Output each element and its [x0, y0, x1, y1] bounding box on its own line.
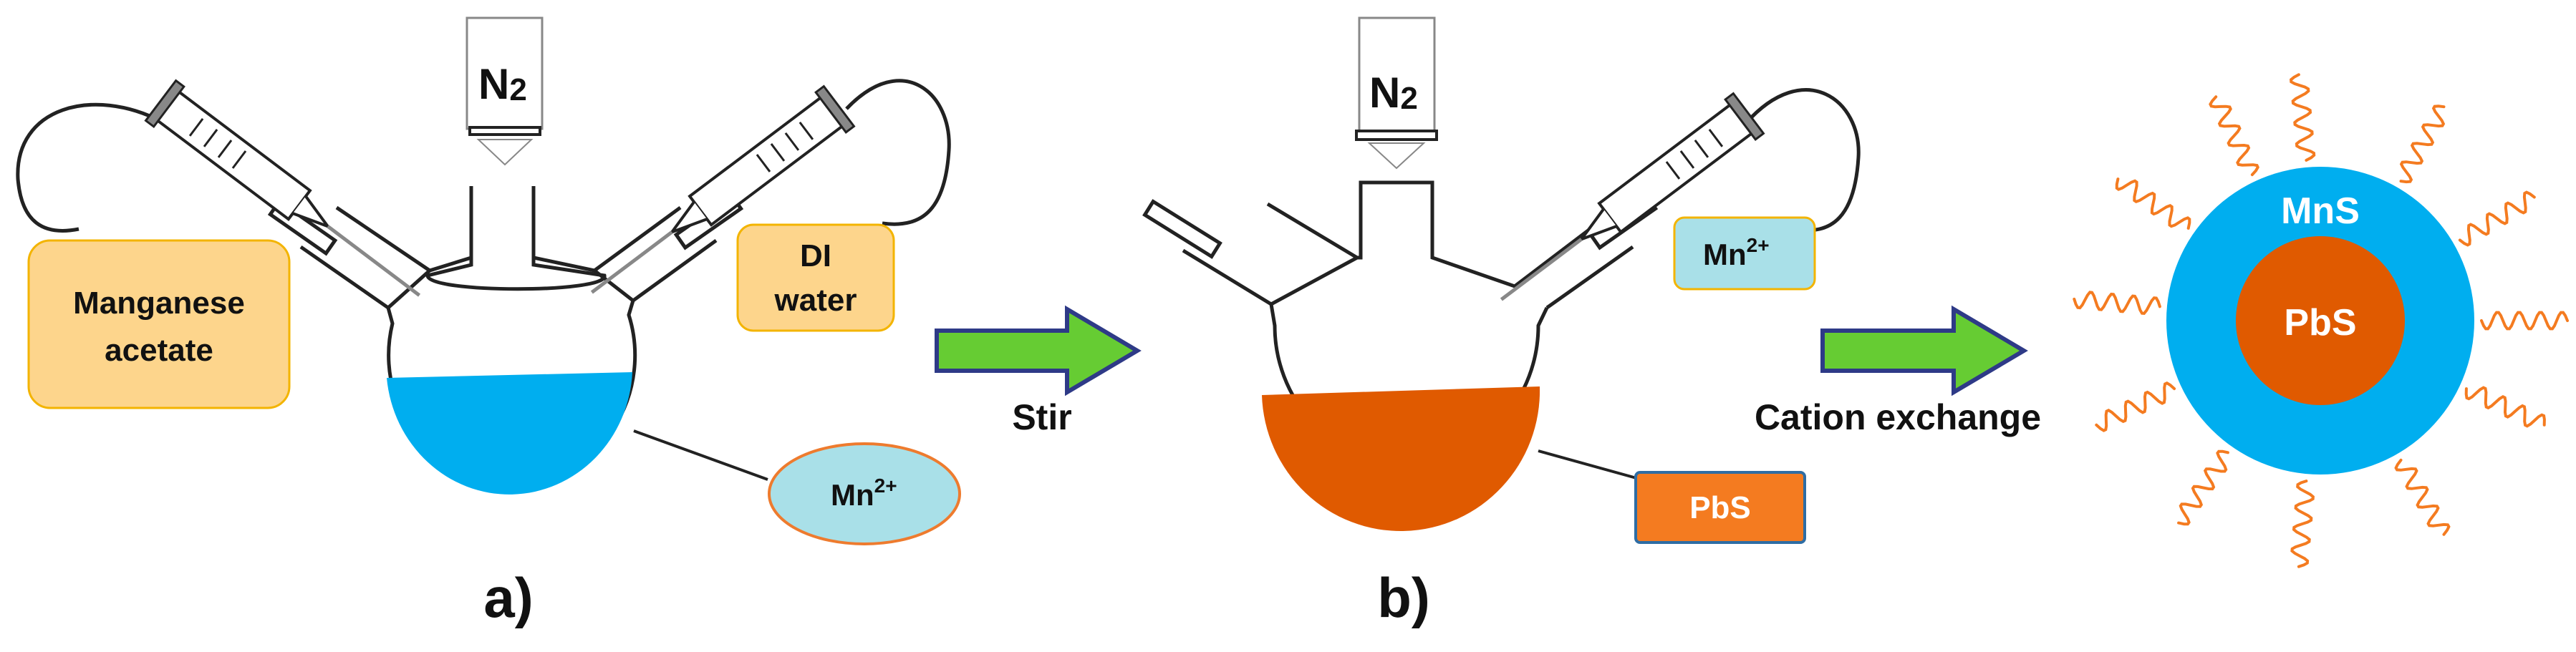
- ligand-chain: [2290, 480, 2315, 568]
- ligand-chain: [2464, 386, 2546, 428]
- arrow-stir: Stir: [935, 305, 1142, 437]
- right-tubing: [845, 79, 951, 226]
- di-water-box: [736, 223, 895, 332]
- manganese-acetate-line1: Manganese: [73, 286, 245, 321]
- blue-solution: [387, 372, 632, 495]
- pbs-box: [1634, 471, 1806, 544]
- pbs-label-b: PbS: [1689, 490, 1751, 525]
- cation-exchange-label: Cation exchange: [1755, 397, 2041, 437]
- mn-ion-ellipse: [768, 442, 961, 545]
- panel-a: N2 Manganese acetate D: [16, 16, 961, 629]
- right-syringe: [590, 84, 856, 294]
- ligand-chain: [2095, 381, 2176, 432]
- ligand-chain: [2073, 291, 2161, 315]
- right-neck: [593, 205, 718, 303]
- arrow-cation-exchange: Cation exchange: [1755, 305, 2041, 437]
- ligand-chain: [2394, 458, 2451, 536]
- right-syringe-b: [1500, 92, 1765, 301]
- left-tubing: [16, 102, 163, 233]
- pbs-leader: [1538, 449, 1637, 480]
- right-tubing-b: [1745, 88, 1861, 233]
- mn-ion-label-a: Mn2+: [831, 475, 897, 512]
- left-syringe: [144, 79, 421, 297]
- n2-adapter-b: [1358, 16, 1436, 134]
- left-neck: [299, 205, 431, 310]
- ligand-chain: [2209, 95, 2259, 177]
- mn-ion-box-b: [1673, 216, 1816, 291]
- core-shell-particle: MnS PbS: [2073, 73, 2569, 568]
- ligand-chain: [2480, 311, 2569, 331]
- n2-adapter: [465, 16, 544, 130]
- pbs-core: [2236, 236, 2405, 405]
- manganese-acetate-line2: acetate: [105, 333, 213, 368]
- gas-label: N2: [478, 60, 527, 108]
- di-water-line2: water: [774, 283, 857, 318]
- ion-leader-a: [633, 429, 768, 481]
- panel-b: N2 Mn2+ PbS b): [1142, 16, 1861, 629]
- orange-solution: [1262, 386, 1540, 531]
- mn-ion-label-b: Mn2+: [1703, 234, 1770, 271]
- di-water-line1: DI: [800, 238, 831, 273]
- ligand-chain: [2290, 73, 2316, 162]
- ligands: [2073, 73, 2569, 568]
- core-label: PbS: [2284, 302, 2356, 344]
- ligand-chain: [2177, 449, 2229, 526]
- flask-a: [425, 186, 607, 291]
- ligand-chain: [2458, 190, 2536, 247]
- arrow-1-shape: [935, 305, 1142, 396]
- flask-b-body: [1182, 180, 1634, 465]
- shell-label: MnS: [2281, 190, 2360, 232]
- ligand-chain: [2115, 177, 2191, 230]
- manganese-acetate-box: [27, 239, 291, 409]
- caption-a: a): [483, 566, 533, 629]
- caption-b: b): [1377, 566, 1430, 629]
- flask-b-left-shoulder: [1270, 256, 1359, 306]
- stir-label: Stir: [1012, 397, 1071, 437]
- arrow-2-shape: [1820, 305, 2028, 396]
- ligand-chain: [2399, 104, 2446, 184]
- gas-label-b: N2: [1369, 69, 1418, 117]
